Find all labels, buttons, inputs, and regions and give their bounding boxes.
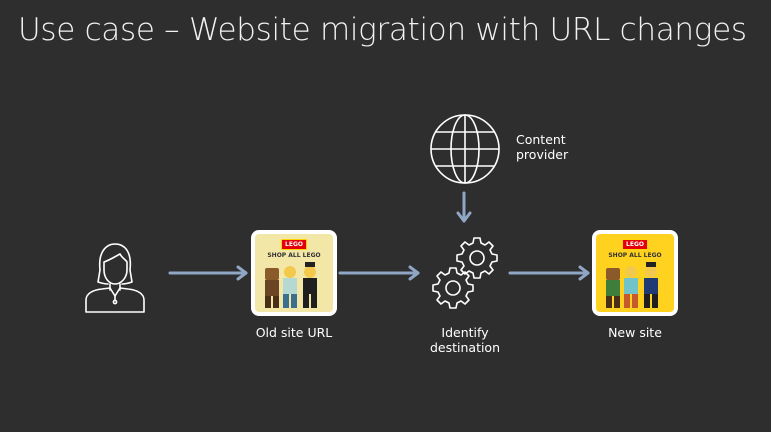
arrow-old-to-gears <box>338 265 422 281</box>
arrow-gears-to-new <box>508 265 592 281</box>
globe-icon <box>428 112 502 186</box>
gears-icon <box>430 234 500 314</box>
old-site-label: Old site URL <box>255 325 333 340</box>
old-site-thumbnail: LEGO SHOP ALL LEGO <box>251 230 337 316</box>
content-provider-label: Content provider <box>516 132 569 162</box>
new-site-thumbnail: LEGO SHOP ALL LEGO <box>592 230 678 316</box>
arrow-globe-to-gears <box>456 191 472 225</box>
lego-logo: LEGO <box>622 239 648 250</box>
user-icon <box>80 240 150 314</box>
shop-banner: SHOP ALL LEGO <box>608 252 662 259</box>
arrow-user-to-old <box>168 265 250 281</box>
lego-logo: LEGO <box>281 239 307 250</box>
identify-destination-label: Identify destination <box>429 325 501 355</box>
slide-title: Use case – Website migration with URL ch… <box>18 12 747 48</box>
new-site-label: New site <box>608 325 662 340</box>
shop-banner: SHOP ALL LEGO <box>267 252 321 259</box>
